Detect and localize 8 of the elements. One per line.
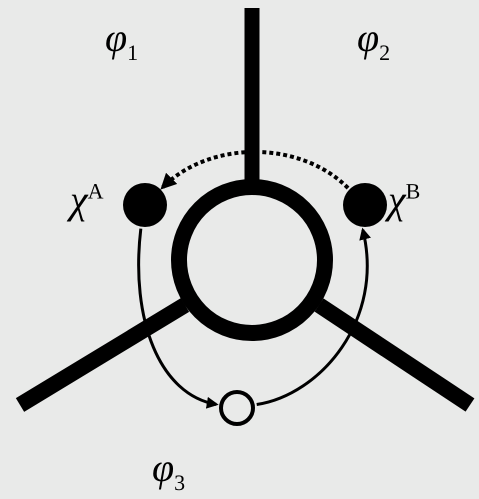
region-label: φ$_{1}$ [105, 18, 138, 64]
dotted-arrow [160, 150, 350, 190]
curved-arrow [256, 228, 370, 406]
region-label: φ$_{3}$ [152, 448, 186, 494]
region-label: φ$_{2}$ [357, 18, 390, 64]
curved-arrow [137, 228, 219, 408]
open-circle [219, 390, 255, 426]
filled-circle [123, 183, 167, 227]
